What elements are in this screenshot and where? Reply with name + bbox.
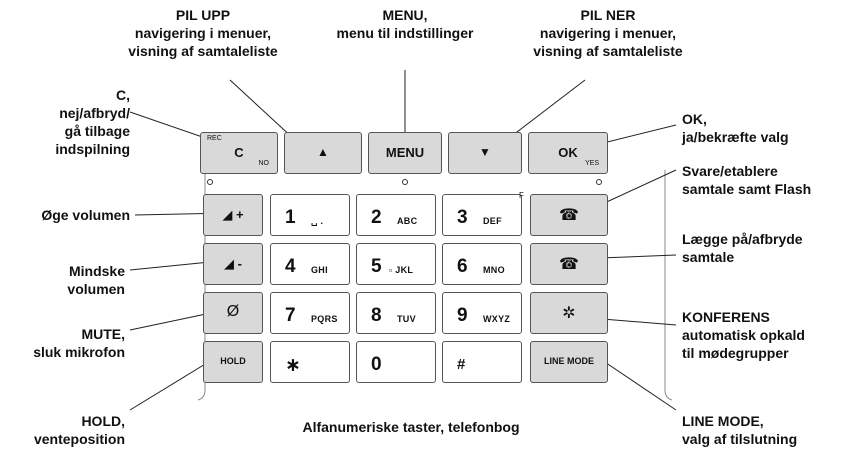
conference-key[interactable]: ✲ [530, 292, 608, 334]
key-3-letters: DEF [483, 216, 502, 226]
key-star-digit: ∗ [285, 355, 301, 376]
key-3-digit: 3 [457, 207, 468, 228]
hangup-key[interactable]: ☎ [530, 243, 608, 285]
volume-up-icon: ◢ + [222, 207, 244, 222]
key-5-digit: 5 [371, 256, 382, 277]
key-7[interactable]: 7 PQRS [270, 292, 350, 334]
c-key[interactable]: REC C NO [200, 132, 278, 174]
key-6[interactable]: 6 MNO [442, 243, 522, 285]
indicator-dot-center [402, 179, 408, 185]
label-hangup: Lægge på/afbryde samtale [682, 231, 803, 265]
volume-down-key[interactable]: ◢ - [203, 243, 263, 285]
indicator-dot-left [207, 179, 213, 185]
key-star[interactable]: ∗ [270, 341, 350, 383]
label-hold: HOLD, venteposition [33, 413, 125, 447]
key-1-letters: ␣ . [311, 216, 324, 226]
key-9-letters: WXYZ [483, 314, 511, 324]
volume-up-key[interactable]: ◢ + [203, 194, 263, 236]
volume-down-icon: ◢ - [224, 256, 242, 271]
menu-key[interactable]: MENU [368, 132, 442, 174]
c-key-label: C [234, 145, 244, 160]
hold-key[interactable]: HOLD [203, 341, 263, 383]
up-arrow-icon: ▲ [317, 145, 329, 159]
answer-phone-icon: ☎ [559, 207, 579, 224]
conference-icon: ✲ [562, 305, 576, 322]
answer-key[interactable]: F ☎ [519, 191, 608, 236]
key-2-digit: 2 [371, 207, 382, 228]
key-4[interactable]: 4 GHI [270, 243, 350, 285]
label-menu: MENU, menu til indstillinger [336, 7, 474, 41]
key-9[interactable]: 9 WXYZ [442, 292, 522, 334]
hold-key-label: HOLD [220, 356, 246, 366]
label-c: C, nej/afbryd/ gå tilbage indspilning [55, 87, 130, 157]
key-hash[interactable]: # [442, 341, 522, 383]
key-1-digit: 1 [285, 207, 296, 228]
flash-label: F [519, 191, 524, 200]
label-pil-upp: PIL UPP navigering i menuer, visning af … [128, 7, 278, 59]
line-mode-key-label: LINE MODE [543, 356, 594, 366]
key-3[interactable]: 3 DEF [442, 194, 522, 236]
rec-label: REC [207, 135, 222, 142]
label-mute: MUTE, sluk mikrofon [33, 326, 125, 360]
hangup-phone-icon: ☎ [559, 256, 579, 273]
key-6-digit: 6 [457, 256, 468, 277]
key-7-letters: PQRS [311, 314, 338, 324]
yes-label: YES [584, 160, 599, 167]
key-5-letters: ▫ JKL [389, 265, 414, 275]
key-9-digit: 9 [457, 305, 468, 326]
key-2[interactable]: 2 ABC [356, 194, 436, 236]
indicator-dot-right [596, 179, 602, 185]
label-ok: OK, ja/bekræfte valg [682, 111, 789, 145]
ok-key-label: OK [558, 145, 578, 160]
key-4-letters: GHI [311, 265, 328, 275]
ok-key[interactable]: OK YES [528, 132, 608, 174]
label-alnum: Alfanumeriske taster, telefonbog [302, 419, 520, 435]
line-mode-key[interactable]: LINE MODE [530, 341, 608, 383]
key-0[interactable]: 0 [356, 341, 436, 383]
key-1[interactable]: 1 ␣ . [270, 194, 350, 236]
label-pil-ner: PIL NER navigering i menuer, visning af … [533, 7, 683, 59]
key-0-digit: 0 [371, 354, 382, 375]
up-arrow-key[interactable]: ▲ [284, 132, 362, 174]
label-answer: Svare/etablere samtale samt Flash [682, 163, 812, 197]
no-label: NO [258, 160, 270, 167]
key-8[interactable]: 8 TUV [356, 292, 436, 334]
key-5[interactable]: 5 ▫ JKL [356, 243, 436, 285]
key-7-digit: 7 [285, 305, 296, 326]
mute-icon: Ø [226, 303, 240, 320]
menu-key-label: MENU [385, 145, 425, 160]
label-volume-down: Mindske volumen [67, 263, 125, 297]
down-arrow-key[interactable]: ▼ [448, 132, 522, 174]
label-conference: KONFERENS automatisk opkald til mødegrup… [682, 309, 805, 361]
key-2-letters: ABC [397, 216, 418, 226]
key-6-letters: MNO [483, 265, 505, 275]
down-arrow-icon: ▼ [479, 145, 491, 159]
key-8-digit: 8 [371, 305, 382, 326]
label-line-mode: LINE MODE, valg af tilslutning [682, 413, 798, 447]
key-8-letters: TUV [397, 314, 416, 324]
key-hash-digit: # [457, 356, 466, 373]
key-4-digit: 4 [285, 256, 296, 277]
label-volume-up: Øge volumen [41, 207, 130, 223]
mute-key[interactable]: Ø [203, 292, 263, 334]
